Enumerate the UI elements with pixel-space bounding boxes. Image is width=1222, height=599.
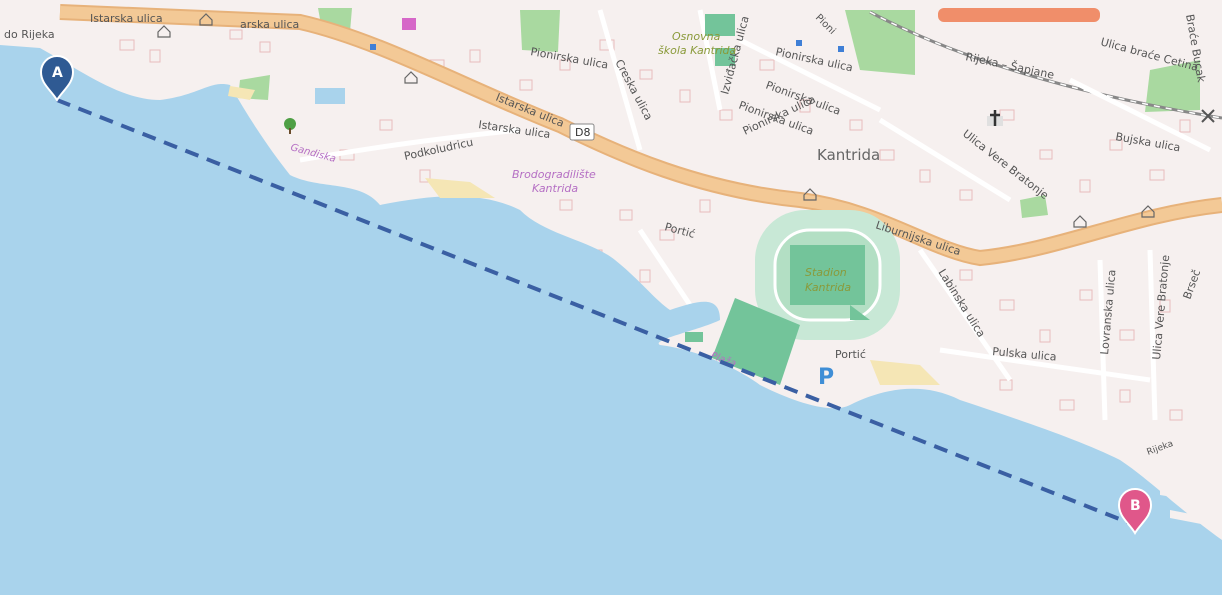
poi-school-line1: Osnovna — [672, 30, 721, 43]
poi-shipyard-line1: Brodogradilište — [512, 168, 596, 181]
district-label: Kantrida — [817, 146, 880, 164]
building-highlight — [938, 8, 1100, 22]
pool — [315, 88, 345, 104]
poi-shipyard-line2: Kantrida — [532, 182, 578, 195]
training-pitch — [712, 298, 800, 385]
pin-start-label: A — [52, 65, 63, 81]
poi-school-line2: škola Kantrida — [658, 44, 737, 57]
street-label-pulska: Pulska ulica — [992, 345, 1057, 364]
street-label-istarska-top-mid: arska ulica — [240, 18, 299, 31]
small-pitch — [685, 332, 703, 342]
pin-end-label: B — [1130, 498, 1141, 514]
poi-stadium-line1: Stadion — [805, 266, 847, 279]
pin-start[interactable]: A — [39, 55, 75, 102]
shop-icon — [402, 18, 416, 30]
building-blocks — [119, 29, 1191, 421]
railway-crossing-icon — [1201, 109, 1215, 123]
route-shield-label: D8 — [575, 126, 590, 139]
school-building-2 — [715, 48, 735, 66]
railway — [869, 10, 1222, 120]
school-building — [705, 14, 735, 36]
church-icon — [987, 110, 1003, 126]
parking-icon: P — [818, 365, 834, 390]
poi-labels: Osnovna škola Kantrida Brodogradilište K… — [512, 30, 851, 294]
house-icons — [157, 13, 1155, 228]
sea-area[interactable] — [0, 45, 1222, 595]
bus-stop-icon — [370, 40, 844, 52]
street-label-do-rijeka: do Rijeka — [4, 28, 55, 41]
route-shield: D8 — [569, 123, 595, 141]
stadium — [755, 210, 900, 340]
pin-end[interactable]: B — [1117, 488, 1153, 535]
main-road-fill — [59, 6, 1222, 265]
poi-stadium-line2: Kantrida — [805, 281, 851, 294]
street-label-portic-lower: Portić — [835, 348, 866, 361]
pier — [1160, 485, 1222, 528]
street-label-istarska-top-left: Istarska ulica — [90, 12, 163, 25]
route-line — [56, 98, 1133, 526]
tree-icon — [284, 118, 296, 134]
beaches — [228, 86, 940, 385]
